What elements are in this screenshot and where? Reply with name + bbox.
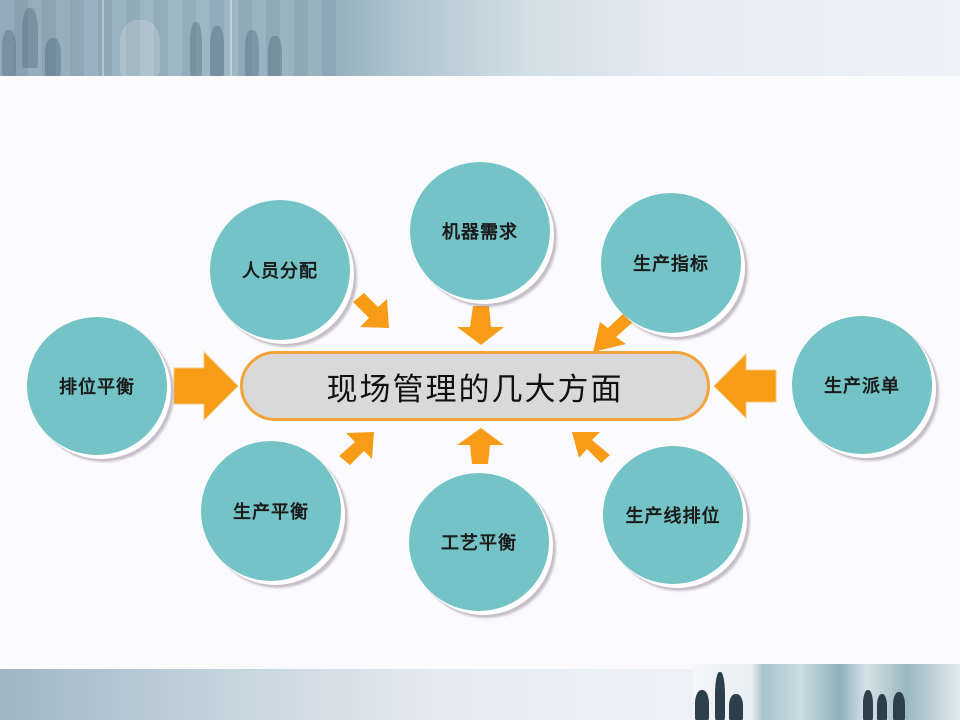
photo-divider	[102, 0, 104, 76]
photo-figure	[715, 672, 725, 720]
node-label: 机器需求	[442, 222, 518, 243]
arrow-right-icon	[173, 350, 239, 422]
node-label: 生产派单	[824, 376, 900, 397]
photo-figure	[695, 690, 709, 720]
node-shengchan-paidan: 生产派单	[792, 316, 932, 454]
arrow-down-icon	[457, 306, 504, 345]
node-renyuan-fenpei: 人员分配	[210, 200, 350, 340]
node-shengchan-pingheng: 生产平衡	[201, 441, 341, 581]
photo-figure	[268, 36, 282, 76]
arrow-down-right-icon	[353, 293, 389, 328]
photo-figure	[893, 692, 905, 720]
arrow-up-icon	[457, 428, 504, 464]
node-paiwei-pingheng: 排位平衡	[27, 317, 167, 455]
top-photo-strip	[0, 0, 345, 76]
node-label: 排位平衡	[59, 377, 135, 398]
node-label: 人员分配	[242, 261, 318, 282]
arrow-up-left-icon	[572, 432, 610, 463]
central-topic: 现场管理的几大方面	[240, 351, 710, 421]
arrow-up-right-icon	[339, 432, 374, 465]
arrow-down-left-icon	[593, 313, 633, 352]
node-gongyi-pingheng: 工艺平衡	[409, 473, 549, 611]
arrow-left-icon	[713, 352, 777, 420]
node-shengchanxian-paiwei: 生产线排位	[603, 446, 743, 584]
node-shengchan-zhibiao: 生产指标	[601, 193, 741, 333]
photo-divider	[230, 0, 232, 76]
bottom-photo-strip	[693, 664, 960, 720]
photo-figure	[729, 694, 743, 720]
photo-figure	[190, 22, 202, 76]
node-label: 生产指标	[633, 254, 709, 275]
photo-figure	[22, 8, 38, 68]
photo-figure	[863, 690, 873, 720]
node-label: 生产平衡	[233, 502, 309, 523]
photo-figure	[210, 26, 224, 76]
node-label: 生产线排位	[625, 506, 721, 527]
node-label: 工艺平衡	[441, 533, 517, 554]
photo-figure	[245, 30, 259, 76]
photo-figure	[45, 38, 61, 76]
photo-building	[120, 20, 160, 76]
central-topic-title: 现场管理的几大方面	[326, 371, 624, 408]
top-banner	[0, 0, 960, 76]
node-jiqi-xuqiu: 机器需求	[410, 162, 550, 300]
photo-figure	[877, 694, 887, 720]
photo-figure	[2, 30, 16, 76]
